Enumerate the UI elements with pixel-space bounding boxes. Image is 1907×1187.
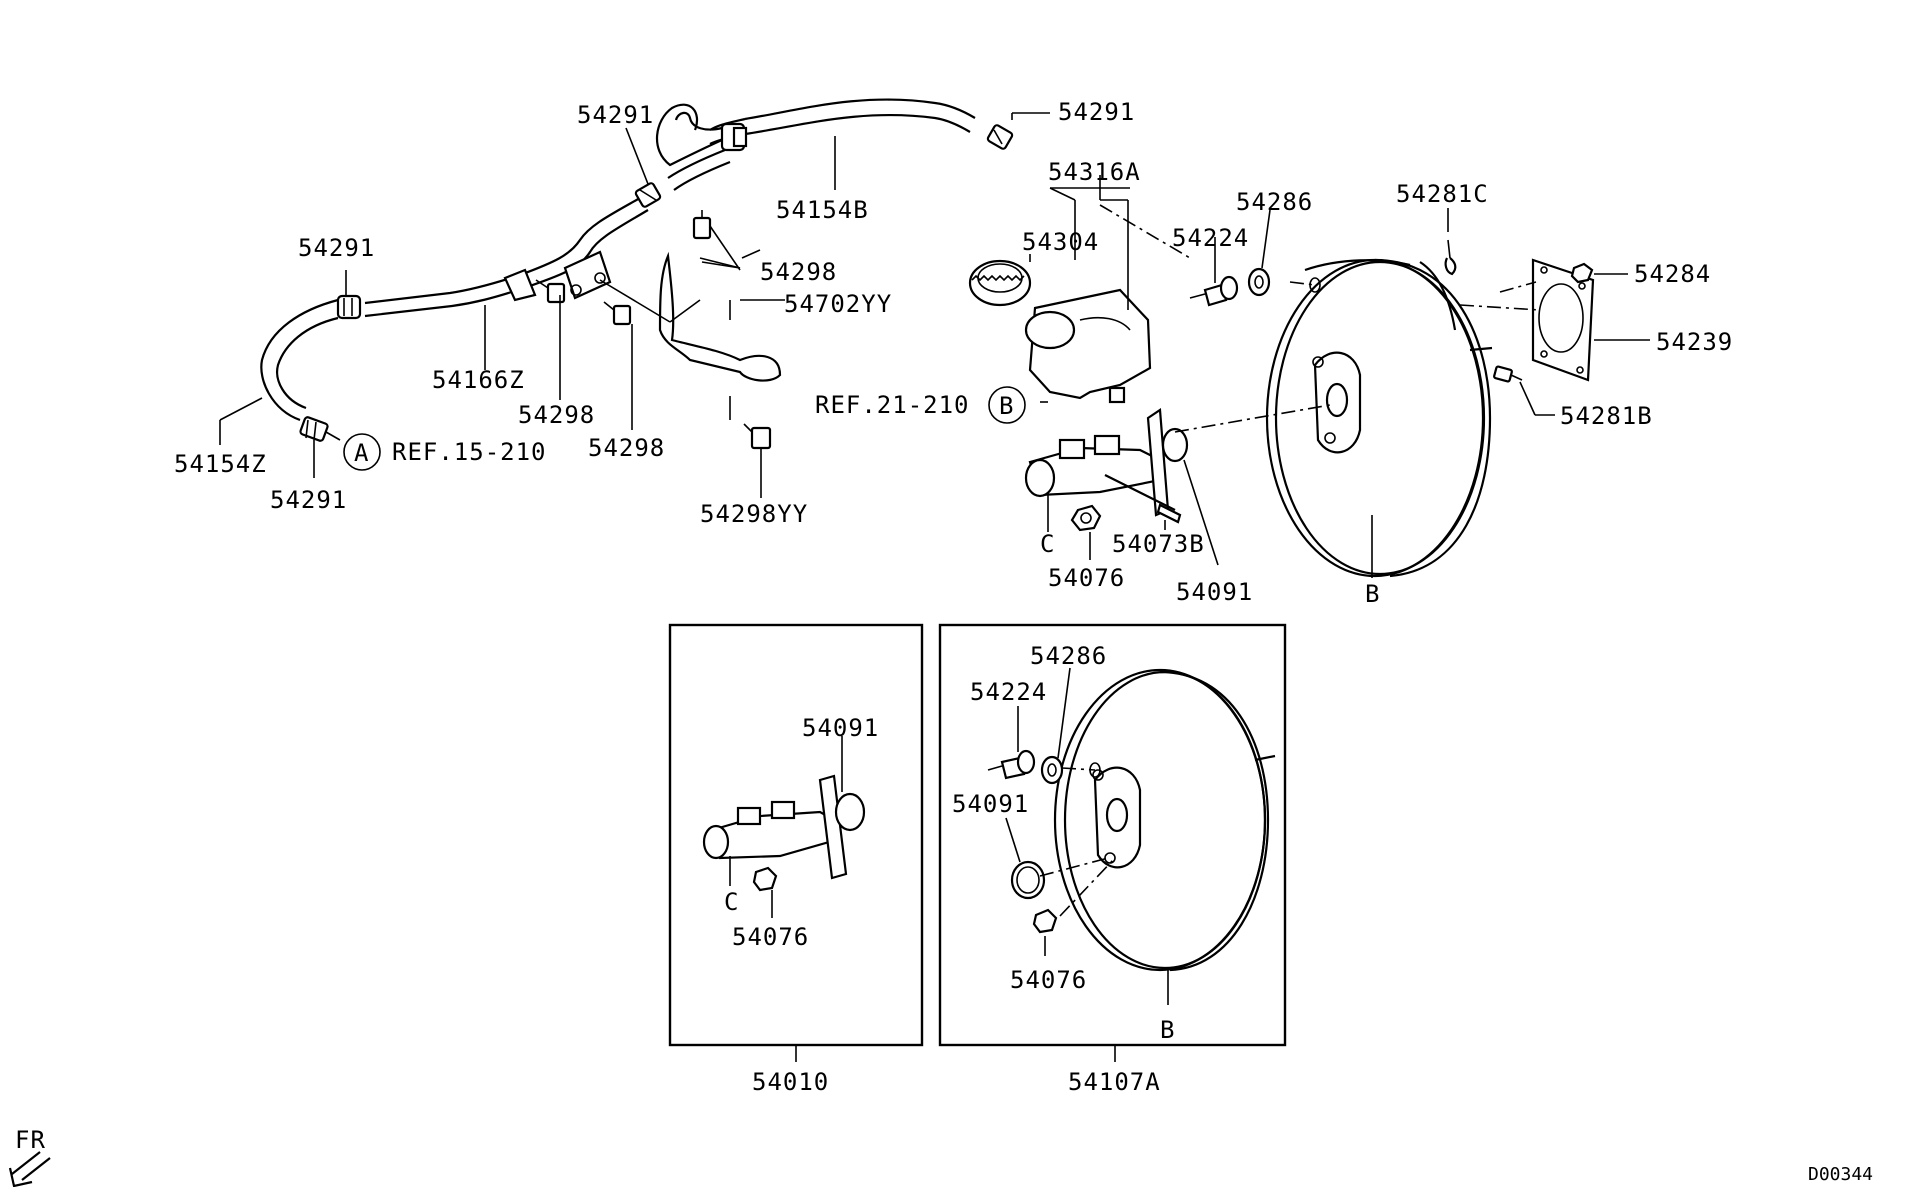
label-grommet-54286: 54286 [1236,188,1313,216]
ref-a-letter: A [354,439,369,467]
reservoir-cap-icon [968,259,1032,307]
label-bracket: 54702YY [784,290,892,318]
box1-label-oring: 54091 [802,714,879,742]
leader-lines [219,112,1650,578]
label-reservoir-kit: 54316A [1048,158,1141,186]
label-pin-54224: 54224 [1172,224,1249,252]
reference-a: A REF.15-210 [343,433,547,471]
ref-b-text: REF.21-210 [815,391,970,419]
box2-label-b: B [1160,1016,1175,1044]
label-clamp-bottom: 54291 [270,486,347,514]
grommet-icon [1040,755,1064,785]
front-label: FR [15,1126,46,1154]
assembly-box-54107a: 54286 54224 54091 54076 B 54107A [938,623,1287,1096]
label-hose-54154z: 54154Z [174,450,267,478]
nut-icon [1070,504,1102,532]
hose-clamp-icon [299,416,329,442]
clevis-clip-icon [1444,239,1457,276]
label-hose-54166z: 54166Z [432,366,525,394]
box1-label-assy: 54010 [752,1068,829,1096]
o-ring-icon [1010,860,1046,900]
nut-icon [1032,908,1058,934]
label-bolt-54298yy: 54298YY [700,500,808,528]
box2-label-oring: 54091 [952,790,1029,818]
label-gasket-54239: 54239 [1656,328,1733,356]
label-bolt-top: 54298 [760,258,837,286]
box2-label-nut: 54076 [1010,966,1087,994]
label-clamp-top: 54291 [577,101,654,129]
bolt-icon [743,423,772,450]
main-labels: 54291 54291 54154B 54316A 54291 54298 54… [174,98,1733,608]
label-push-rod: 54073B [1112,530,1205,558]
bolt-icon [692,210,712,240]
reference-b: B REF.21-210 [815,386,1026,424]
label-clamp-right: 54291 [1058,98,1135,126]
hose-clamp-icon [634,182,662,208]
box1-label-c: C [724,888,739,916]
hose-clamp-icon [986,124,1014,150]
ref-a-text: REF.15-210 [392,438,547,466]
label-bolt-low: 54298 [588,434,665,462]
bracket-assembly [535,210,782,450]
label-booster-b: B [1365,580,1380,608]
nut-icon [752,866,778,892]
hose-clamp-icon [336,294,362,320]
label-clamp-left: 54291 [298,234,375,262]
grommet-icon [1247,267,1271,297]
diagram-code: D00344 [1808,1164,1873,1185]
vacuum-pin-icon [1189,275,1239,307]
assembly-box-54010: 54091 C 54076 54010 [668,623,924,1096]
vacuum-hose-assembly [260,98,1014,442]
vacuum-pin-icon [987,749,1036,780]
box2-label-pin: 54224 [970,678,1047,706]
label-hose-54154b: 54154B [776,196,869,224]
box2-label-grommet: 54286 [1030,642,1107,670]
label-master-c: C [1040,530,1055,558]
box1-label-nut: 54076 [732,923,809,951]
label-clip-54281c: 54281C [1396,180,1489,208]
front-arrow-icon [8,1151,51,1187]
brake-booster [1265,258,1493,578]
ref-b-letter: B [999,392,1014,420]
assembly-centerlines [1099,204,1541,433]
label-nut-54284: 54284 [1634,260,1711,288]
nut-icon [1570,262,1594,284]
label-bolt-54281b: 54281B [1560,402,1653,430]
bolt-icon [1493,365,1523,383]
bolt-icon [603,301,632,326]
label-reservoir-cap: 54304 [1022,228,1099,256]
label-oring-54091: 54091 [1176,578,1253,606]
label-bolt-mid: 54298 [518,401,595,429]
label-nut-54076: 54076 [1048,564,1125,592]
front-indicator: FR [8,1126,51,1187]
box2-label-assy: 54107A [1068,1068,1161,1096]
master-cylinder-assembly [968,259,1189,532]
